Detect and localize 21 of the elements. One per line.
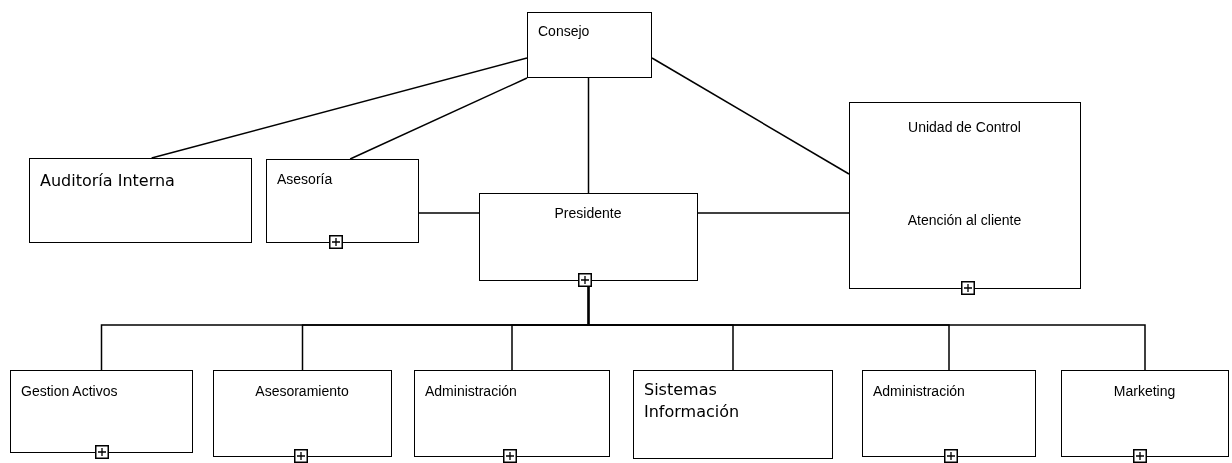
org-unit-box [29,158,252,243]
connector-line [150,57,528,159]
org-unit-box [527,12,652,78]
connector-line [651,57,850,175]
unit-label: Presidente [553,204,623,222]
connector-line [418,212,480,214]
unit-label: Atención al cliente [906,211,1023,229]
unit-label: Gestion Activos [21,382,118,400]
unit-label: Administración [425,382,517,400]
unit-label: Consejo [538,22,590,40]
unit-label: Administración [873,382,965,400]
connector-line [697,212,850,214]
unit-label: Sistemas Información [644,379,741,423]
unit-label: Unidad de Control [907,118,1022,136]
connector-line [587,77,590,194]
unit-label: Marketing [1112,382,1177,400]
unit-label: Asesoramiento [254,382,350,400]
org-unit-box [633,370,833,459]
unit-label: Asesoría [277,170,333,188]
connector-line [349,77,528,160]
unit-label: Auditoría Interna [40,170,175,192]
